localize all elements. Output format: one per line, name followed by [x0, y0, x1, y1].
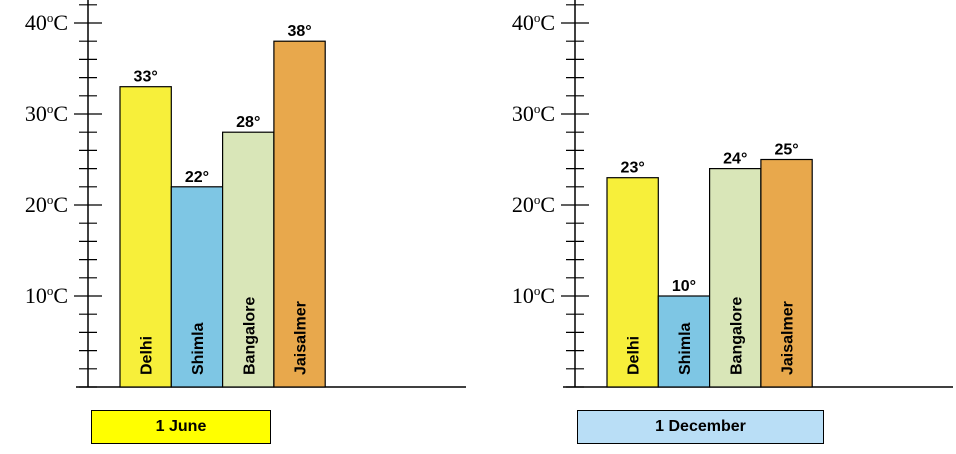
y-tick-label: 20oC: [512, 192, 555, 217]
caption-1-june: 1 June: [91, 410, 271, 444]
y-tick-number: 20: [25, 192, 47, 217]
caption-label: 1 June: [155, 418, 207, 435]
y-tick-degree: o: [47, 101, 54, 116]
caption-1-december: 1 December: [577, 410, 824, 444]
y-tick-label: 30oC: [512, 101, 555, 126]
y-tick-degree: o: [534, 283, 541, 298]
y-tick-label: 40oC: [512, 10, 555, 35]
bar-jaisalmer: [273, 40, 326, 388]
bar-shimla: [170, 186, 224, 388]
y-tick-unit: C: [540, 101, 555, 126]
category-label: Bangalore: [728, 297, 745, 375]
category-label: Shimla: [190, 322, 207, 375]
y-tick-number: 30: [25, 101, 47, 126]
y-tick-degree: o: [47, 10, 54, 25]
value-label: 25°: [774, 142, 798, 159]
category-label: Jaisalmer: [293, 301, 310, 375]
value-label: 28°: [236, 114, 260, 131]
value-label: 22°: [185, 169, 209, 186]
value-label: 23°: [621, 160, 645, 177]
category-label: Shimla: [677, 322, 694, 375]
bar-delhi: [606, 177, 659, 388]
y-tick-unit: C: [53, 10, 68, 35]
bar-shimla: [657, 295, 711, 388]
y-tick-degree: o: [47, 192, 54, 207]
y-tick-number: 30: [512, 101, 534, 126]
y-tick-label: 10oC: [512, 283, 555, 308]
y-tick-unit: C: [53, 101, 68, 126]
y-tick-degree: o: [47, 283, 54, 298]
bar-bangalore: [222, 131, 275, 388]
bar-jaisalmer: [760, 158, 813, 388]
caption-label: 1 December: [655, 418, 746, 435]
value-label: 10°: [672, 278, 696, 295]
y-tick-unit: C: [53, 283, 68, 308]
category-label: Bangalore: [241, 297, 258, 375]
y-tick-label: 10oC: [25, 283, 68, 308]
y-tick-number: 40: [25, 10, 47, 35]
y-tick-number: 10: [512, 283, 534, 308]
y-tick-degree: o: [534, 101, 541, 116]
category-label: Jaisalmer: [780, 301, 797, 375]
y-tick-degree: o: [534, 10, 541, 25]
y-tick-label: 20oC: [25, 192, 68, 217]
y-tick-number: 40: [512, 10, 534, 35]
y-tick-unit: C: [53, 192, 68, 217]
y-tick-label: 30oC: [25, 101, 68, 126]
category-label: Delhi: [139, 336, 156, 375]
value-label: 38°: [287, 23, 311, 40]
y-tick-label: 40oC: [25, 10, 68, 35]
value-label: 33°: [134, 69, 158, 86]
y-tick-unit: C: [540, 10, 555, 35]
chart-1-december: 10oC20oC30oC40oC23°Delhi10°Shimla24°Bang…: [512, 0, 953, 388]
y-tick-degree: o: [534, 192, 541, 207]
y-tick-unit: C: [540, 192, 555, 217]
category-label: Delhi: [626, 336, 643, 375]
y-tick-unit: C: [540, 283, 555, 308]
value-label: 24°: [723, 151, 747, 168]
y-tick-number: 10: [25, 283, 47, 308]
bar-bangalore: [708, 168, 762, 388]
chart-1-june: 10oC20oC30oC40oC33°Delhi22°Shimla28°Bang…: [25, 0, 466, 388]
y-tick-number: 20: [512, 192, 534, 217]
